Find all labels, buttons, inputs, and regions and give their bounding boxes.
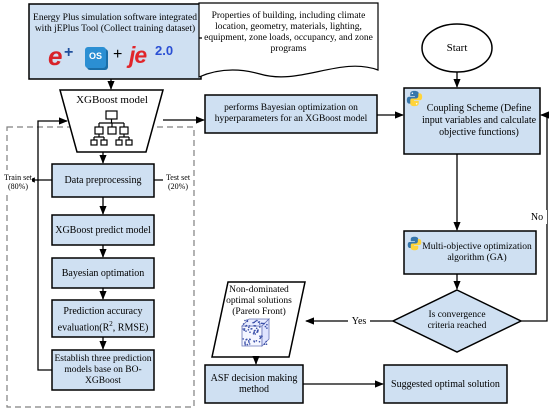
step-xgboost-predict: XGBoost predict model [55,224,151,236]
start-label: Start [446,41,468,54]
pareto-point [246,343,249,346]
pareto-point [260,322,263,325]
pareto-point [250,328,252,330]
pareto-point [244,342,246,345]
jeplus-logo: je [129,42,147,68]
energyplus-plus-icon: + [64,44,74,61]
step-prediction-accuracy: Prediction accuracy evaluation(R2, RMSE) [53,301,153,336]
pareto-point [254,329,256,332]
yes-label: Yes [348,314,370,328]
jeplus-version: 2.0 [155,43,174,58]
step-prediction-accuracy-main: Prediction accuracy evaluation(R [57,306,143,334]
moga-box [403,230,537,275]
pareto-point [242,328,244,330]
energyplus-text: Energy Plus simulation software integrat… [33,13,197,34]
pareto-point [257,321,260,324]
pareto-point [263,343,266,346]
pareto-point [246,319,248,321]
pareto-point [245,324,248,327]
pareto-point [252,333,255,335]
step-box-bayesian [51,257,155,289]
pareto-point [256,319,258,322]
pareto-point [259,336,262,339]
pareto-point [254,325,256,327]
pareto-point [249,338,251,341]
pareto-text: Non-dominated optimal solutions (Pareto … [226,284,292,317]
pareto-point [244,344,246,346]
connectors [28,37,550,388]
pareto-point [266,327,268,329]
train-set-label: Train set (80%) [4,170,32,194]
energyplus-e-icon: e [48,41,63,71]
pareto-point [258,340,261,343]
pareto-point [265,343,268,346]
pareto-point [263,322,265,325]
asf-text: ASF decision making method [210,373,298,395]
step-prediction-accuracy-end: , RMSE) [112,322,149,334]
pareto-point [260,335,263,337]
energyplus-logo: e + [48,41,84,71]
pareto-point [255,327,258,330]
pareto-point [259,335,261,338]
step-establish: Establish three prediction models base o… [54,353,152,386]
asf-box [204,364,304,404]
pareto-point [245,339,247,341]
pareto-point [266,323,268,326]
pareto-point [244,319,246,322]
pareto-point [249,331,251,334]
moga-text: Multi-objective optimization algorithm (… [422,241,532,263]
pareto-point [244,341,246,343]
pareto-point [254,320,257,323]
step-box-prediction-accuracy [51,299,155,338]
pareto-point [242,323,245,325]
pareto-point [248,326,250,329]
pareto-cube-icon [241,318,270,347]
coupling-scheme-text: Coupling Scheme (Define input variables … [421,103,537,138]
suggested-text: Suggested optimal solution [391,378,500,390]
convergence-text: Is convergence criteria reached [427,310,487,331]
bayesian-note-text: performs Bayesian optimization on hyperp… [214,103,368,124]
pareto-point [253,331,255,334]
step-prediction-accuracy-sup: 2 [109,320,113,328]
pareto-point [253,341,256,343]
step-bayesian: Bayesian optimation [61,267,145,279]
pareto-point [252,321,254,324]
step-box-xgboost-predict [51,214,155,246]
step-data-preprocessing: Data preprocessing [64,175,142,186]
pareto-point [262,322,264,325]
pareto-point [256,330,259,333]
python-icon [406,90,423,107]
pareto-point [265,340,268,343]
os-logo-text: OS [88,51,102,61]
pareto-point [247,340,250,342]
pareto-point [254,333,257,335]
convergence-diamond [391,289,523,353]
pareto-point [248,343,251,345]
pareto-point [264,325,267,328]
xgboost-model-label: XGBoost model [76,93,148,106]
pareto-point [245,330,247,332]
no-label: No [527,210,547,224]
bayesian-note-box [204,94,378,134]
os-logo: OS [85,47,106,68]
pareto-point [248,341,250,343]
logos-plus: + [113,46,123,63]
pareto-point [242,338,244,340]
coupling-scheme-box [403,87,541,155]
pareto-point [259,323,261,325]
hierarchy-icon [90,110,133,146]
pareto-point [248,325,251,327]
pareto-point [243,329,245,332]
suggested-box [383,364,508,404]
building-properties-shape [198,2,379,78]
test-set-label: Test set (20%) [163,170,193,194]
python-icon-moga [407,236,422,251]
pareto-point [259,326,261,328]
building-properties-text: Properties of building, including climat… [204,11,373,54]
pareto-point [255,340,258,342]
pareto-point [247,329,250,331]
pareto-point [243,328,246,330]
